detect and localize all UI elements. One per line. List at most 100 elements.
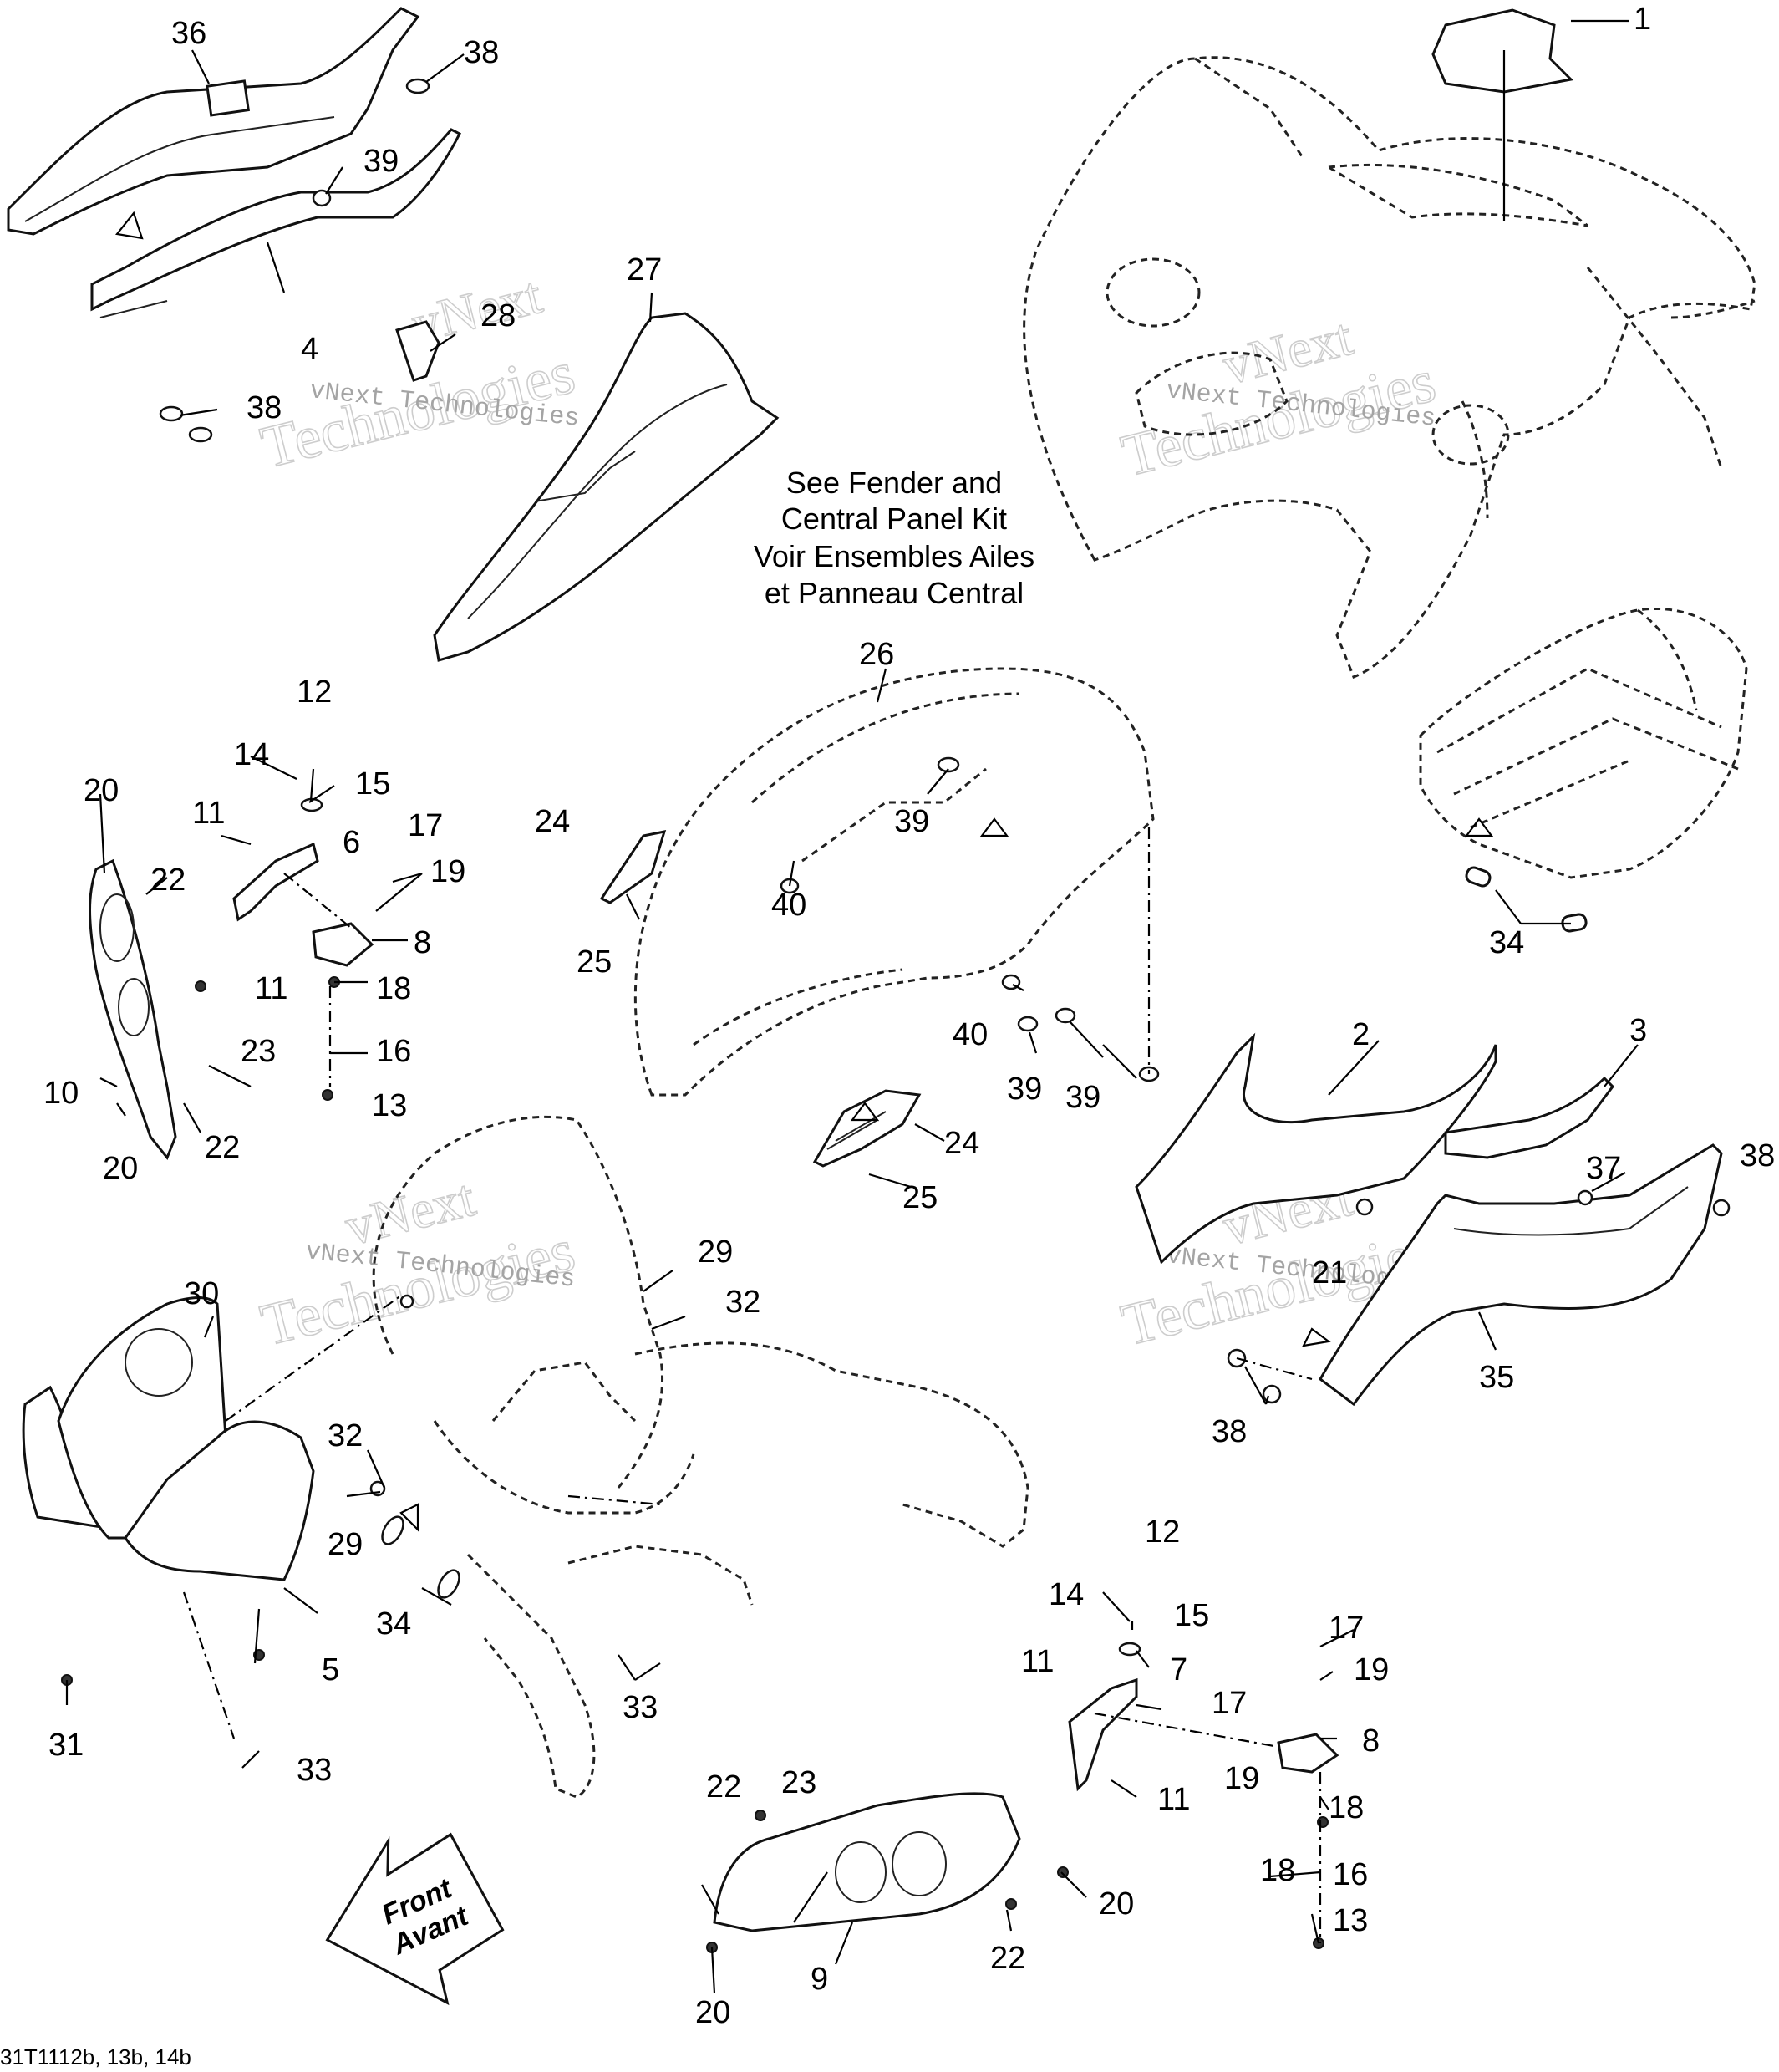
part-9-headlight-housing-right	[713, 1792, 1021, 1932]
callout-21: 21	[1312, 1255, 1347, 1291]
callout-24: 24	[944, 1126, 979, 1161]
callout-38: 38	[464, 35, 499, 70]
callout-8: 8	[414, 925, 431, 960]
part-24-vent-upper	[599, 830, 667, 904]
note-line-2: Central Panel Kit	[781, 501, 1007, 536]
drawing-reference-code: 31T1112b, 13b, 14b	[0, 2044, 191, 2069]
part-5-lower-front-cover	[124, 1420, 315, 1581]
callout-27: 27	[627, 252, 662, 288]
note-line-1: See Fender and	[786, 466, 1002, 500]
callout-17: 17	[1329, 1611, 1364, 1646]
callout-18: 18	[1260, 1853, 1295, 1888]
callout-40: 40	[953, 1017, 988, 1052]
callout-22: 22	[205, 1130, 240, 1165]
callout-16: 16	[1333, 1857, 1368, 1892]
part-36-side-panel	[7, 7, 420, 236]
callout-39: 39	[1065, 1080, 1100, 1115]
callout-3: 3	[1629, 1013, 1647, 1048]
callout-19: 19	[1224, 1761, 1259, 1796]
part-24-vent-lower	[812, 1089, 922, 1168]
callout-18: 18	[1329, 1790, 1364, 1825]
callout-15: 15	[1174, 1598, 1209, 1633]
callout-33: 33	[297, 1753, 332, 1788]
callout-7: 7	[1170, 1652, 1187, 1688]
callout-1: 1	[1634, 2, 1651, 37]
rear-rack	[1419, 608, 1748, 933]
callout-25: 25	[902, 1180, 938, 1215]
callout-11: 11	[1157, 1782, 1190, 1817]
callout-20: 20	[1099, 1886, 1134, 1922]
callout-28: 28	[480, 298, 516, 333]
callout-15: 15	[355, 766, 390, 802]
callout-18: 18	[376, 971, 411, 1006]
callout-29: 29	[698, 1235, 733, 1270]
callout-26: 26	[859, 637, 894, 672]
callout-33: 33	[623, 1690, 658, 1725]
callout-32: 32	[328, 1418, 363, 1453]
callout-32: 32	[725, 1285, 760, 1320]
callout-11: 11	[1021, 1644, 1054, 1679]
callout-12: 12	[297, 675, 332, 710]
part-28-trim	[395, 320, 440, 382]
callout-39: 39	[894, 804, 929, 839]
callout-4: 4	[301, 332, 318, 367]
front-frame-fenders	[372, 1115, 1029, 1799]
callout-31: 31	[48, 1728, 84, 1763]
callout-37: 37	[1586, 1151, 1621, 1186]
callout-16: 16	[376, 1034, 411, 1069]
note-line-4: et Panneau Central	[765, 576, 1024, 610]
callout-25: 25	[577, 944, 612, 980]
callout-13: 13	[372, 1088, 407, 1123]
callout-24: 24	[535, 804, 570, 839]
callout-20: 20	[695, 1995, 730, 2030]
callout-8: 8	[1362, 1723, 1380, 1759]
callout-2: 2	[1352, 1017, 1370, 1052]
callout-39: 39	[1007, 1072, 1042, 1107]
callout-23: 23	[241, 1034, 276, 1069]
callout-38: 38	[247, 390, 282, 425]
note-line-3: Voir Ensembles Ailes	[754, 539, 1034, 573]
callout-38: 38	[1740, 1138, 1775, 1173]
callout-36: 36	[171, 16, 206, 51]
callout-14: 14	[1049, 1577, 1084, 1612]
callout-35: 35	[1479, 1360, 1514, 1395]
callout-22: 22	[150, 863, 186, 898]
callout-19: 19	[1354, 1652, 1389, 1688]
callout-22: 22	[990, 1941, 1025, 1976]
callout-30: 30	[184, 1276, 219, 1311]
callout-17: 17	[408, 808, 443, 843]
callout-numbers: 1 2 3 4 5 6 7 8 8 9 10 11 11 11 11 12 12…	[43, 2, 1775, 2030]
callout-23: 23	[781, 1765, 816, 1800]
callout-17: 17	[1212, 1686, 1247, 1721]
part-26-front-fender	[633, 667, 1155, 1097]
part-10-headlight-housing-left	[89, 858, 177, 1160]
callout-22: 22	[706, 1769, 741, 1805]
part-4-side-panel-lower	[90, 128, 462, 318]
callout-11: 11	[192, 796, 225, 831]
part-1-decal	[1431, 8, 1574, 94]
callout-5: 5	[322, 1652, 339, 1688]
front-direction-arrow: Front Avant	[325, 1832, 505, 2006]
callout-34: 34	[376, 1606, 411, 1642]
callout-13: 13	[1333, 1903, 1368, 1938]
part-35-side-rail	[1319, 1143, 1723, 1407]
callout-14: 14	[234, 737, 269, 772]
callout-9: 9	[811, 1962, 828, 1997]
part-2-footrest-panel	[1135, 1032, 1497, 1265]
leader-lines	[65, 19, 1639, 1994]
callout-39: 39	[363, 144, 399, 179]
fender-kit-note: See Fender and Central Panel Kit Voir En…	[754, 466, 1034, 610]
callout-20: 20	[103, 1151, 138, 1186]
callout-29: 29	[328, 1527, 363, 1562]
part-3-trim-piece	[1444, 1076, 1614, 1159]
part-8-plate-left	[312, 922, 374, 967]
callout-38: 38	[1212, 1414, 1247, 1449]
part-27-upper-cover	[433, 312, 780, 662]
rear-fender-assembly	[1023, 56, 1756, 679]
callout-11: 11	[255, 971, 287, 1006]
part-6-mounting-bracket-left	[232, 842, 319, 922]
callout-6: 6	[343, 825, 360, 860]
callout-12: 12	[1145, 1515, 1180, 1550]
